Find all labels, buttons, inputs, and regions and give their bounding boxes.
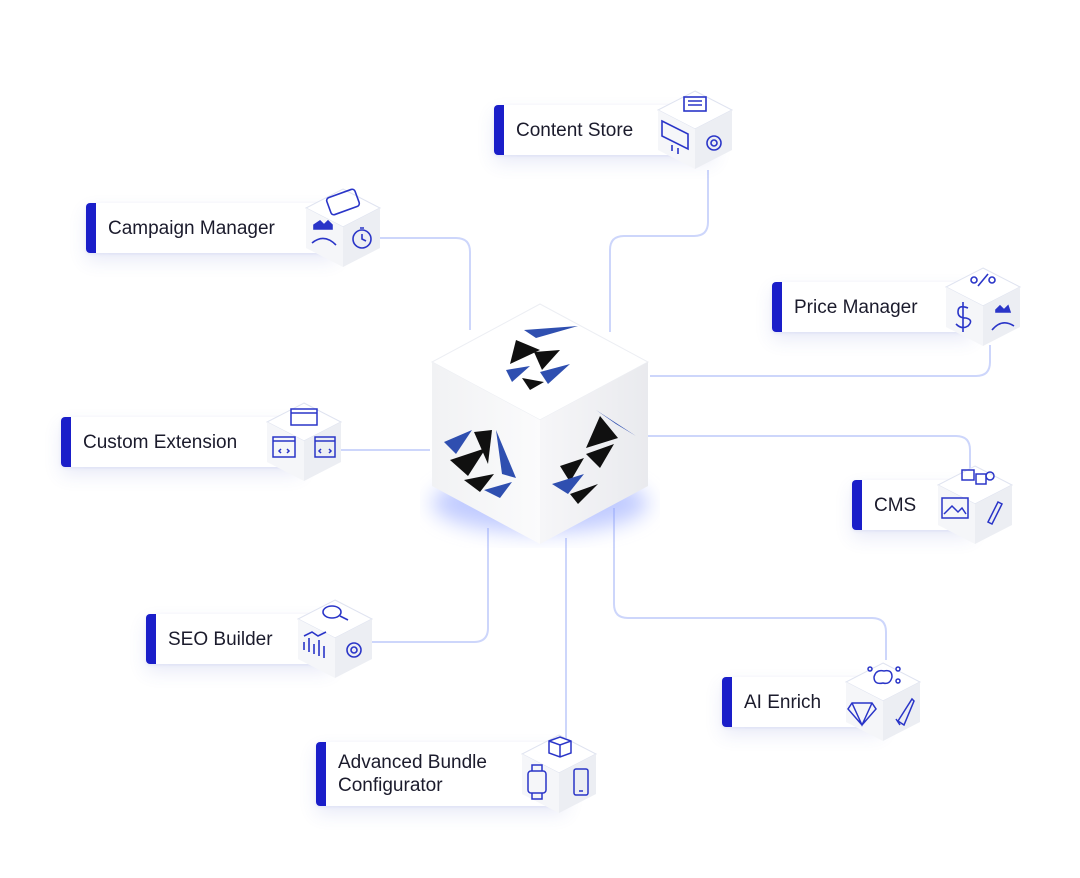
flame-logo-right-icon: [552, 410, 636, 504]
module-label: Content Store: [516, 119, 634, 141]
module-cms[interactable]: CMS: [852, 465, 1014, 544]
box-watch-phone-icon: [520, 734, 598, 813]
connector-ai-enrich: [613, 508, 887, 660]
module-content-store[interactable]: Content Store: [494, 90, 734, 169]
monitor-gear-icon: [656, 90, 734, 169]
central-hub-cube: [420, 298, 660, 548]
module-custom-extension[interactable]: Custom Extension: [61, 402, 343, 481]
image-pencil-icon: [936, 465, 1014, 544]
module-advanced-bundle-configurator[interactable]: Advanced Bundle Configurator: [316, 734, 598, 813]
module-seo-builder[interactable]: SEO Builder: [146, 599, 374, 678]
module-label: SEO Builder: [168, 628, 273, 650]
code-window-icon: [265, 402, 343, 481]
module-label: Advanced Bundle Configurator: [338, 752, 487, 796]
connector-price-manager: [650, 345, 991, 377]
module-label: Price Manager: [794, 296, 918, 318]
connector-content-store: [609, 170, 709, 332]
module-label: Custom Extension: [83, 431, 238, 453]
module-campaign-manager[interactable]: Campaign Manager: [86, 188, 382, 267]
diamond-rocket-icon: [844, 662, 922, 741]
percent-dollar-icon: [944, 267, 1022, 346]
magnifier-chart-icon: [296, 599, 374, 678]
module-price-manager[interactable]: Price Manager: [772, 267, 1022, 346]
module-label: CMS: [874, 494, 917, 516]
connector-cms: [648, 435, 971, 470]
buy-now-stopwatch-icon: [304, 188, 382, 267]
module-label: Campaign Manager: [108, 217, 275, 239]
module-label: AI Enrich: [744, 691, 822, 713]
connector-campaign-manager: [375, 237, 471, 330]
connector-seo-builder: [370, 528, 489, 643]
flame-logo-left-icon: [444, 430, 516, 498]
module-ai-enrich[interactable]: AI Enrich: [722, 662, 922, 741]
flame-logo-icon: [506, 326, 578, 390]
